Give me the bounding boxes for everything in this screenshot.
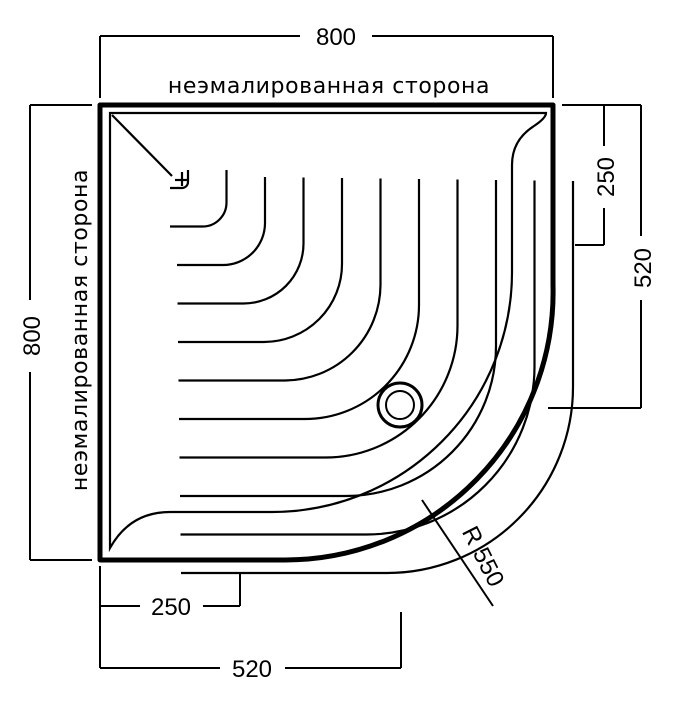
- anti-slip-rib: [177, 177, 267, 267]
- anti-slip-rib: [178, 178, 344, 344]
- left-side-label: неэмалированная сторона: [68, 169, 93, 491]
- tray-outline: [97, 102, 556, 563]
- dim-left-800-label: 800: [19, 316, 46, 356]
- drain-outer: [376, 381, 424, 429]
- corner-diagonal: [111, 114, 173, 177]
- dim-bottom-520: [99, 566, 402, 669]
- dim-right-250-label: 250: [593, 157, 620, 197]
- dim-bottom-250-label: 250: [151, 594, 191, 621]
- dim-top-800: [99, 35, 554, 98]
- top-side-label: неэмалированная сторона: [168, 74, 490, 99]
- dim-right-520: [548, 104, 642, 409]
- anti-slip-rib: [180, 180, 536, 536]
- anti-slip-rib: [177, 177, 305, 305]
- dim-right-520-label: 520: [630, 248, 657, 288]
- anti-slip-rib: [178, 178, 382, 382]
- radius-leader: [421, 499, 494, 607]
- tray-inner-rim: [108, 111, 548, 553]
- dim-left-800: [29, 104, 92, 561]
- drain-inner: [385, 390, 415, 420]
- anti-slip-rib: [180, 180, 498, 498]
- dim-top-800-label: 800: [316, 24, 356, 51]
- anti-slip-rib: [170, 170, 190, 190]
- anti-slip-rib: [170, 170, 228, 228]
- dim-bottom-520-label: 520: [232, 656, 272, 683]
- anti-slip-rib: [179, 179, 421, 421]
- anti-slip-rib: [181, 181, 575, 575]
